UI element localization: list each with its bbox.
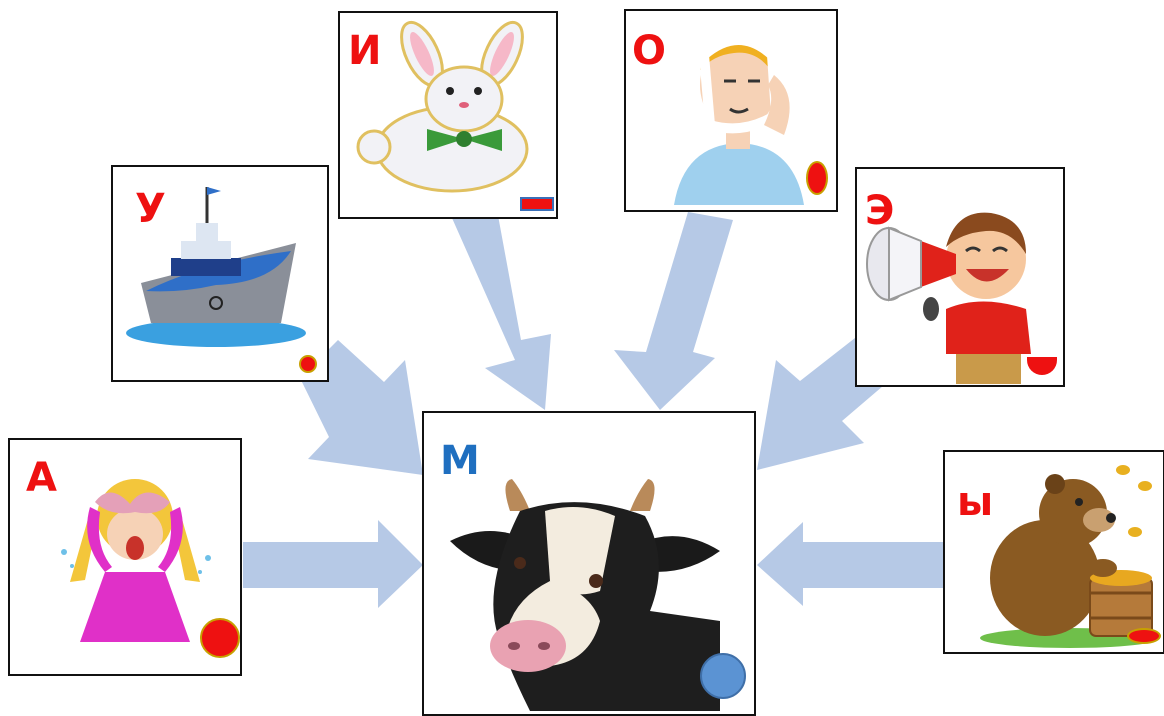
red-circle-mark-a (200, 618, 240, 658)
red-circle-mark-u (299, 355, 317, 373)
letter-u: У (135, 186, 166, 232)
arrow-from-o (614, 212, 733, 410)
red-flat-oval-mark-y (1127, 628, 1161, 644)
card-y: ы (943, 450, 1164, 654)
blue-circle-mark-m (700, 653, 746, 699)
letter-m: М (440, 438, 480, 484)
card-u: У (111, 165, 329, 382)
letter-i: И (348, 28, 382, 74)
red-bar-mark-i (520, 197, 554, 211)
bear-with-honey-picture (980, 465, 1160, 648)
arrow-from-y (757, 522, 943, 606)
card-o: О (624, 9, 838, 212)
card-e: Э (855, 167, 1065, 387)
letter-o: О (632, 28, 667, 74)
card-i: И (338, 11, 558, 219)
letter-y: ы (957, 479, 994, 525)
cow-picture (450, 479, 720, 711)
toothache-boy-picture (674, 35, 804, 205)
card-a: А (8, 438, 242, 676)
arrow-from-a (243, 520, 423, 608)
arrow-from-u (300, 340, 423, 475)
crying-girl-picture (61, 479, 211, 642)
arrow-from-i (452, 210, 551, 410)
bunny-picture (356, 20, 529, 193)
red-oval-mark-o (806, 161, 828, 195)
megaphone-boy-picture (866, 212, 1031, 384)
center-card-m: М (422, 411, 756, 716)
letter-a: А (26, 455, 57, 501)
ship-picture (126, 187, 306, 347)
red-half-circle-mark-e (1027, 357, 1057, 375)
letter-e: Э (865, 188, 895, 234)
